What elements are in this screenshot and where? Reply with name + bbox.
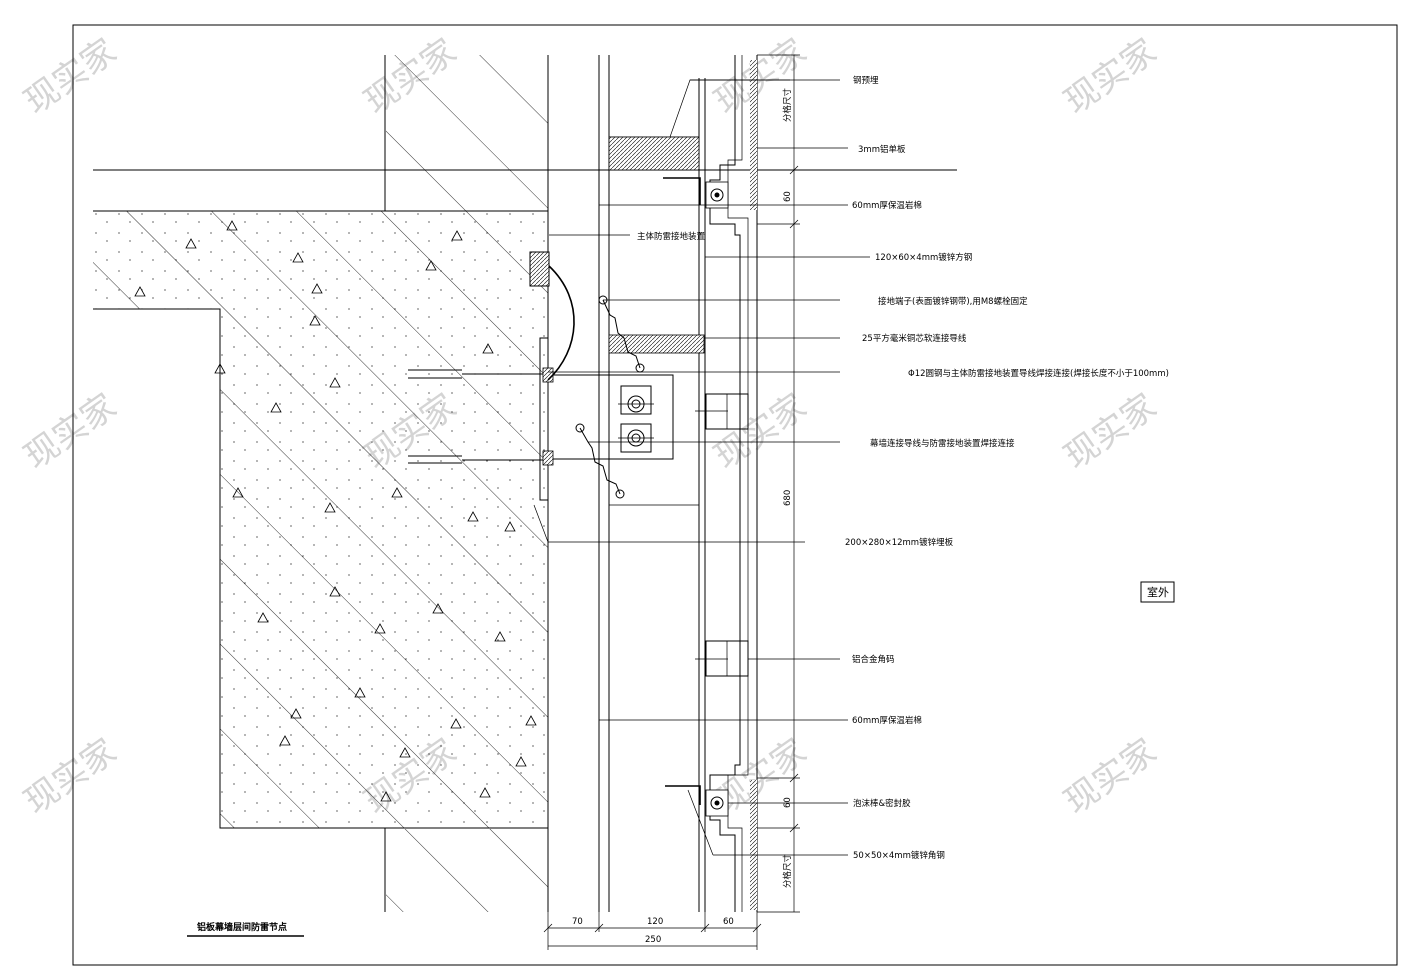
- dim-h-70: 70: [572, 917, 583, 927]
- upper-wall: [384, 55, 548, 211]
- watermark: 现实家: [1057, 386, 1163, 477]
- label-copper-wire: 25平方毫米铜芯软连接导线: [862, 333, 967, 344]
- label-steel-embed: 钢预埋: [853, 75, 879, 86]
- lower-wall: [384, 828, 548, 912]
- outdoor-tag: 室外: [1140, 581, 1175, 603]
- dim-h-250: 250: [645, 935, 661, 945]
- label-round-steel: Φ12圆钢与主体防雷接地装置导线焊接连接(焊接长度不小于100mm): [908, 368, 1169, 379]
- label-ground-terminal: 接地端子(表面镀锌钢带),用M8螺栓固定: [878, 296, 1028, 307]
- dim-h-120: 120: [647, 917, 663, 927]
- top-joint: [663, 177, 729, 209]
- label-foam-sealant: 泡沫棒&密封胶: [853, 798, 911, 809]
- watermark-layer: 现实家 现实家 现实家 现实家 现实家 现实家 现实家 现实家 现实家 现实家 …: [17, 31, 1163, 822]
- dim-v-60a: 60: [783, 191, 793, 202]
- label-alum-panel: 3mm铝单板: [858, 144, 906, 155]
- horizontal-dimension: [543, 912, 762, 950]
- drawing-title: 铝板幕墙层间防雷节点: [197, 921, 287, 933]
- watermark: 现实家: [1057, 731, 1163, 822]
- dim-v-60b: 60: [783, 797, 793, 808]
- label-alum-angle: 铝合金角码: [852, 654, 895, 665]
- label-square-tube: 120×60×4mm镀锌方钢: [875, 252, 972, 263]
- watermark: 现实家: [17, 31, 123, 122]
- square-steel: [608, 334, 705, 354]
- label-insulation-top: 60mm厚保温岩棉: [852, 200, 922, 211]
- embedded-steel: [608, 136, 700, 171]
- aggregate-marks: [134, 220, 537, 802]
- watermark: 现实家: [1057, 31, 1163, 122]
- aluminum-panel: [709, 55, 741, 912]
- dim-v-top: 分格尺寸: [782, 87, 793, 122]
- vertical-dimension: [757, 54, 800, 913]
- label-steel-angle: 50×50×4mm镀锌角钢: [853, 850, 945, 861]
- dim-v-680: 680: [783, 490, 793, 506]
- watermark: 现实家: [707, 386, 813, 477]
- embed-plate-assembly: [408, 337, 674, 501]
- watermark: 现实家: [707, 31, 813, 122]
- copper-cable: [602, 299, 641, 369]
- concrete-slab: [93, 210, 549, 829]
- insulation-top: [750, 60, 757, 210]
- outdoor-label: 室外: [1147, 585, 1169, 599]
- dim-v-bottom: 分格尺寸: [782, 853, 793, 888]
- drawing-frame: [72, 24, 1398, 966]
- label-grounding-device: 主体防雷接地装置: [637, 231, 706, 242]
- label-conductor-weld: 幕墙连接导线与防雷接地装置焊接连接: [870, 438, 1015, 449]
- bottom-joint: [665, 785, 729, 856]
- watermark: 现实家: [17, 386, 123, 477]
- conductor-cable: [579, 427, 621, 495]
- label-embed-plate: 200×280×12mm镀锌埋板: [845, 537, 954, 548]
- watermark: 现实家: [17, 731, 123, 822]
- grounding-device: [529, 251, 575, 381]
- label-insulation-bottom: 60mm厚保温岩棉: [852, 715, 922, 726]
- dim-h-60: 60: [723, 917, 734, 927]
- insulation-bottom: [750, 780, 757, 910]
- leader-lines: [533, 79, 870, 856]
